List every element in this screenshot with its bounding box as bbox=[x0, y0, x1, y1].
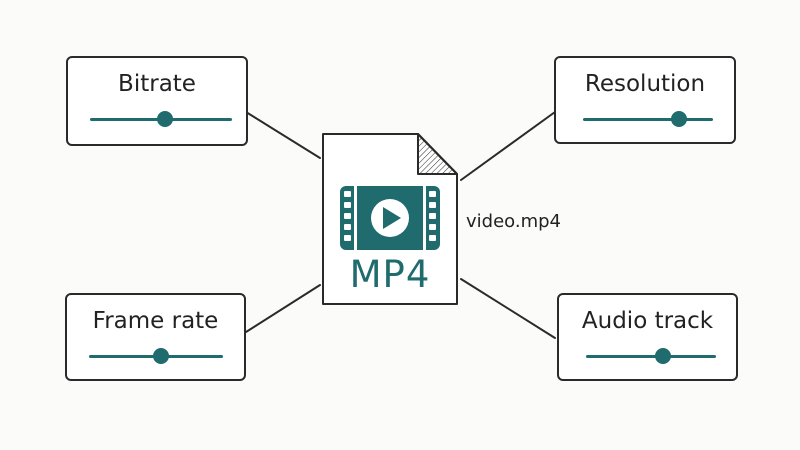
resolution-label: Resolution bbox=[584, 71, 706, 97]
bitrate-slider[interactable] bbox=[90, 111, 232, 127]
file-name-label: video.mp4 bbox=[466, 211, 561, 232]
resolution-card: Resolution bbox=[554, 56, 736, 144]
file-format-label: MP4 bbox=[349, 253, 431, 296]
mp4-file-document bbox=[322, 133, 458, 305]
bitrate-label: Bitrate bbox=[118, 71, 196, 97]
frame-rate-label: Frame rate bbox=[92, 308, 219, 334]
resolution-slider[interactable] bbox=[583, 111, 713, 127]
file-dog-ear bbox=[417, 133, 458, 175]
frame-rate-slider-thumb[interactable] bbox=[153, 348, 170, 364]
audio-track-card: Audio track bbox=[557, 293, 738, 381]
frame-rate-card: Frame rate bbox=[65, 293, 246, 381]
audio-track-slider[interactable] bbox=[586, 348, 716, 364]
resolution-slider-thumb[interactable] bbox=[671, 111, 688, 127]
connector-bitrate bbox=[245, 111, 321, 159]
connector-audio-track bbox=[460, 278, 556, 339]
bitrate-card: Bitrate bbox=[66, 56, 248, 146]
audio-track-slider-thumb[interactable] bbox=[654, 348, 671, 364]
connector-frame-rate bbox=[245, 284, 321, 333]
bitrate-slider-thumb[interactable] bbox=[157, 111, 174, 127]
connector-resolution bbox=[460, 111, 556, 181]
audio-track-label: Audio track bbox=[581, 308, 714, 334]
video-play-icon bbox=[340, 186, 440, 250]
frame-rate-slider[interactable] bbox=[89, 348, 223, 364]
